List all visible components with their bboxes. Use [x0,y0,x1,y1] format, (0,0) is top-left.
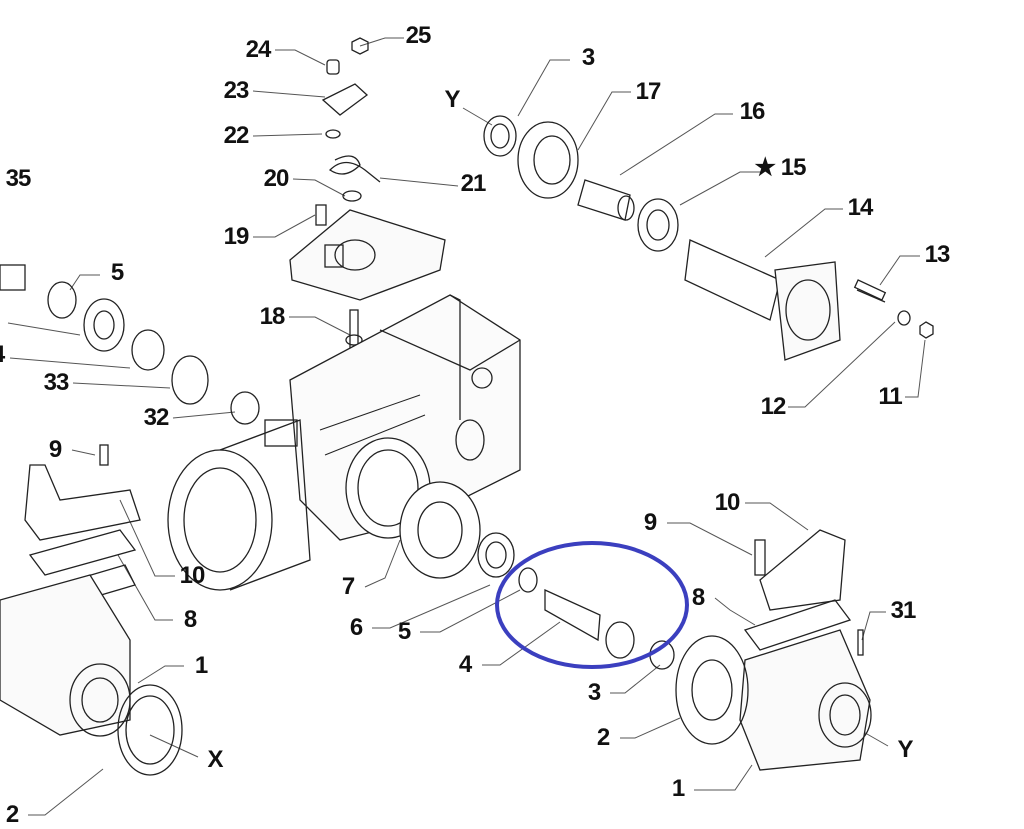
callout-c14: 14 [847,194,874,221]
gearbox-housing [167,294,521,591]
callout-c6: 6 [349,614,363,641]
callout-c17: 17 [635,78,662,105]
callout-c4b: 4 [458,651,472,678]
callout-c32: 32 [143,404,170,431]
callout-c13: 13 [924,241,951,268]
callout-c31: 31 [890,597,917,624]
callout-c15: ★ 15 [754,154,807,181]
callout-c35: 35 [5,165,32,192]
top-cover-assembly [289,37,446,411]
callout-c5b: 5 [397,618,411,645]
callout-c24: 24 [245,36,272,63]
leader-lines [7,37,926,816]
callout-c11: 11 [878,383,902,410]
callout-c2b: 2 [596,724,610,751]
callout-c8a: 8 [183,606,197,633]
callout-c10b: 10 [714,489,741,516]
callout-c20: 20 [263,165,290,192]
callout-c2a: 2 [5,801,19,828]
callout-c9a: 9 [48,436,62,463]
shaft-assembly [483,115,934,361]
callout-c9b: 9 [643,509,657,536]
callout-c7: 7 [341,573,355,600]
callout-c23: 23 [223,77,250,104]
callout-c21: 21 [460,170,487,197]
callout-c3b: 3 [587,679,601,706]
callout-c12: 12 [760,393,787,420]
highlight-circle [495,541,689,669]
callout-c22: 22 [223,122,250,149]
right-assembly [675,529,872,771]
callout-c19: 19 [223,223,250,250]
callout-c3a: 3 [581,44,595,71]
callout-c1b: 1 [671,775,685,802]
callout-c25: 25 [405,22,432,49]
left-assembly [0,264,260,776]
callout-c5a: 5 [110,259,124,286]
callout-c16: 16 [739,98,766,125]
callout-c18: 18 [259,303,286,330]
callout-c10a: 10 [179,562,206,589]
callout-c8b: 8 [691,584,705,611]
callout-cX: X [207,746,223,773]
callout-c1a: 1 [194,652,208,679]
callout-cY1: Y [444,86,460,113]
callout-c33: 33 [43,369,70,396]
callout-cY2: Y [897,736,913,763]
callout-c4a: 4 [0,343,5,367]
